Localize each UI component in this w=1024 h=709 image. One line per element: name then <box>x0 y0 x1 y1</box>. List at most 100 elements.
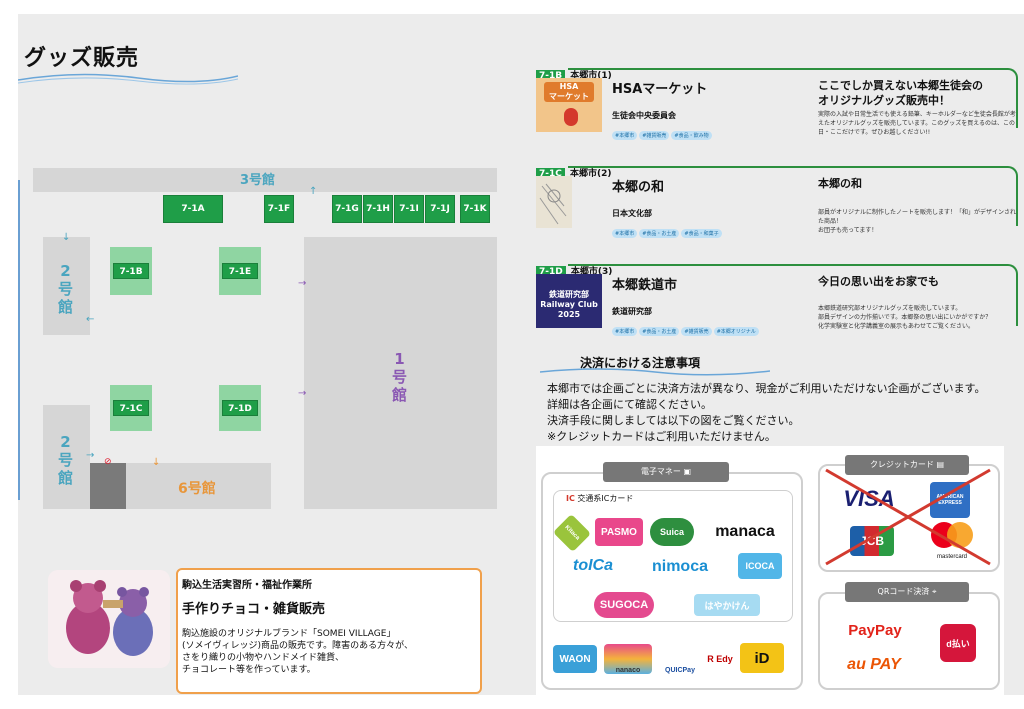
hall-1-building <box>304 237 497 509</box>
booth-7-1I[interactable]: 7-1I <box>394 195 424 223</box>
teddy-bears-photo <box>48 570 170 668</box>
hayakaken-logo: はやかけん <box>694 594 760 616</box>
chip[interactable]: #食品・和菓子 <box>681 229 722 238</box>
booth-7-1C[interactable]: 7-1C <box>113 400 149 416</box>
toica-logo: toICa <box>573 557 613 574</box>
arrow-right-icon: → <box>298 388 307 399</box>
card-1-description: 実際の入試や日常生活でも使える鉛筆、キーホルダーなど生徒会長館が考えたオリジナル… <box>818 111 1016 136</box>
card-1-chips: #本郷市#雑貨販売#食品・飲み物 <box>612 122 714 141</box>
card-1-thumb-text: HSA マーケット <box>544 82 594 102</box>
emoney-label-text: 電子マネー <box>640 467 681 476</box>
card-3-headline: 今日の思い出をお家でも <box>818 275 939 288</box>
notice-line: ※クレジットカードはご利用いただけません。 <box>547 430 776 443</box>
credit-card-icon: ▤ <box>936 460 945 469</box>
hall-2-building-lower <box>43 405 90 509</box>
qr-group <box>818 592 1000 690</box>
card-2-chips: #本郷市#食品・お土産#食品・和菓子 <box>612 220 724 239</box>
card-3-thumbnail[interactable]: 鉄道研究部 Railway Club 2025 <box>536 274 602 328</box>
chip[interactable]: #本郷市 <box>612 131 638 140</box>
sketch-icon <box>539 183 567 225</box>
booth-7-1D[interactable]: 7-1D <box>222 400 258 416</box>
booth-7-1D-area[interactable]: 7-1D <box>219 385 261 431</box>
chip[interactable]: #食品・飲み物 <box>671 131 712 140</box>
arrow-right-icon: → <box>86 450 95 461</box>
hall-2-lower-label: 2 号 館 <box>58 433 74 487</box>
qr-scan-icon: ⌖ <box>931 587 937 596</box>
card-2-location: 本郷市(2) <box>569 169 612 179</box>
ic-card-group <box>553 490 793 622</box>
card-2-headline: 本郷の和 <box>818 177 862 190</box>
manaca-logo: manaca <box>715 523 775 540</box>
bottom-title: 手作りチョコ・雑貨販売 <box>182 602 326 617</box>
emoney-label: 電子マネー ▣ <box>603 462 729 482</box>
card-3-org: 鉄道研究部 <box>612 307 652 316</box>
card-1-title[interactable]: HSAマーケット <box>612 82 708 97</box>
card-2-description: 部員がオリジナルに制作したノートを販売します！「和」がデザインされた商品！ お団… <box>818 209 1017 234</box>
card-2-title[interactable]: 本郷の和 <box>612 180 665 195</box>
chip[interactable]: #本郷市 <box>612 229 638 238</box>
booth-7-1F[interactable]: 7-1F <box>264 195 294 223</box>
booth-7-1E[interactable]: 7-1E <box>222 263 258 279</box>
notice-title: 決済における注意事項 <box>580 356 701 370</box>
title-wave-decoration <box>18 73 238 85</box>
booth-7-1A[interactable]: 7-1A <box>163 195 223 223</box>
hall-6-label: 6号館 <box>178 481 216 497</box>
arrow-down-icon: ↓ <box>62 232 71 243</box>
chip[interactable]: #雑貨販売 <box>639 131 670 140</box>
mastercard-text: mastercard <box>936 554 967 560</box>
notice-line: 詳細は各企画にて確認ください。 <box>547 398 712 411</box>
card-1-thumbnail[interactable]: HSA マーケット <box>536 78 602 132</box>
booth-7-1H[interactable]: 7-1H <box>363 195 393 223</box>
visa-logo: VISA <box>843 486 895 511</box>
ic-card-label: IC 交通系ICカード <box>566 493 633 504</box>
booth-7-1C-area[interactable]: 7-1C <box>110 385 152 431</box>
edy-logo: R Edy <box>707 654 733 664</box>
aupay-logo: au PAY <box>847 656 901 673</box>
notice-line: 本郷市では企画ごとに決済方法が異なり、現金がご利用いただけない企画がございます。 <box>547 382 986 395</box>
teddy-bear-icon <box>48 570 170 668</box>
hall-2-upper-label: 2 号 館 <box>58 262 74 316</box>
chip[interactable]: #食品・お土産 <box>639 327 680 336</box>
page-title: グッズ販売 <box>24 46 140 71</box>
booth-7-1G[interactable]: 7-1G <box>332 195 362 223</box>
ic-icon: IC <box>566 494 575 503</box>
chip[interactable]: #雑貨販売 <box>681 327 712 336</box>
arrow-right-icon: → <box>298 278 307 289</box>
booth-7-1B-area[interactable]: 7-1B <box>110 247 152 295</box>
bottom-text: 駒込施設のオリジナルブランド「SOMEI VILLAGE」 (ソメイヴィレッジ)… <box>182 629 413 675</box>
arrow-left-icon: ← <box>86 314 95 325</box>
nimoca-logo: nimoca <box>651 558 708 575</box>
chip[interactable]: #本郷オリジナル <box>713 327 759 336</box>
quicpay-logo: QUICPay <box>665 667 695 674</box>
chip[interactable]: #本郷市 <box>612 327 638 336</box>
waon-logo: WAON <box>553 645 597 673</box>
card-3-chips: #本郷市#食品・お土産#雑貨販売#本郷オリジナル <box>612 318 761 337</box>
booth-7-1K[interactable]: 7-1K <box>460 195 490 223</box>
booth-7-1E-area[interactable]: 7-1E <box>219 247 261 295</box>
id-logo: iD <box>740 643 784 673</box>
hall-3-label: 3号館 <box>240 173 276 188</box>
not-accepted-cross-icon <box>825 468 991 566</box>
card-2-thumbnail[interactable] <box>536 176 572 228</box>
chip[interactable]: #食品・お土産 <box>639 229 680 238</box>
card-3-title[interactable]: 本郷鉄道市 <box>612 278 678 293</box>
card-2-org: 日本文化部 <box>612 209 652 218</box>
hall-3-building <box>33 168 497 192</box>
card-1-border <box>568 68 1018 128</box>
hall-6-entrance <box>90 463 126 509</box>
sugoca-logo: SUGOCA <box>594 592 654 618</box>
ic-card-label-text: 交通系ICカード <box>577 494 634 503</box>
qr-label: QRコード決済 ⌖ <box>845 582 969 602</box>
jcb-logo: JCB <box>850 526 894 556</box>
card-1-org: 生徒会中央委員会 <box>612 111 676 120</box>
card-3-location: 本郷市(3) <box>570 267 613 277</box>
map-left-border <box>18 180 20 500</box>
card-3-border <box>568 264 1018 326</box>
credit-label: クレジットカード ▤ <box>845 455 969 475</box>
dbarai-logo: d払い <box>940 624 976 662</box>
pasmo-logo: PASMO <box>595 518 643 546</box>
booth-7-1B[interactable]: 7-1B <box>113 263 149 279</box>
bottom-info-card <box>176 568 482 694</box>
booth-7-1J[interactable]: 7-1J <box>425 195 455 223</box>
notice-line: 決済手段に関しましては以下の図をご覧ください。 <box>547 414 800 427</box>
